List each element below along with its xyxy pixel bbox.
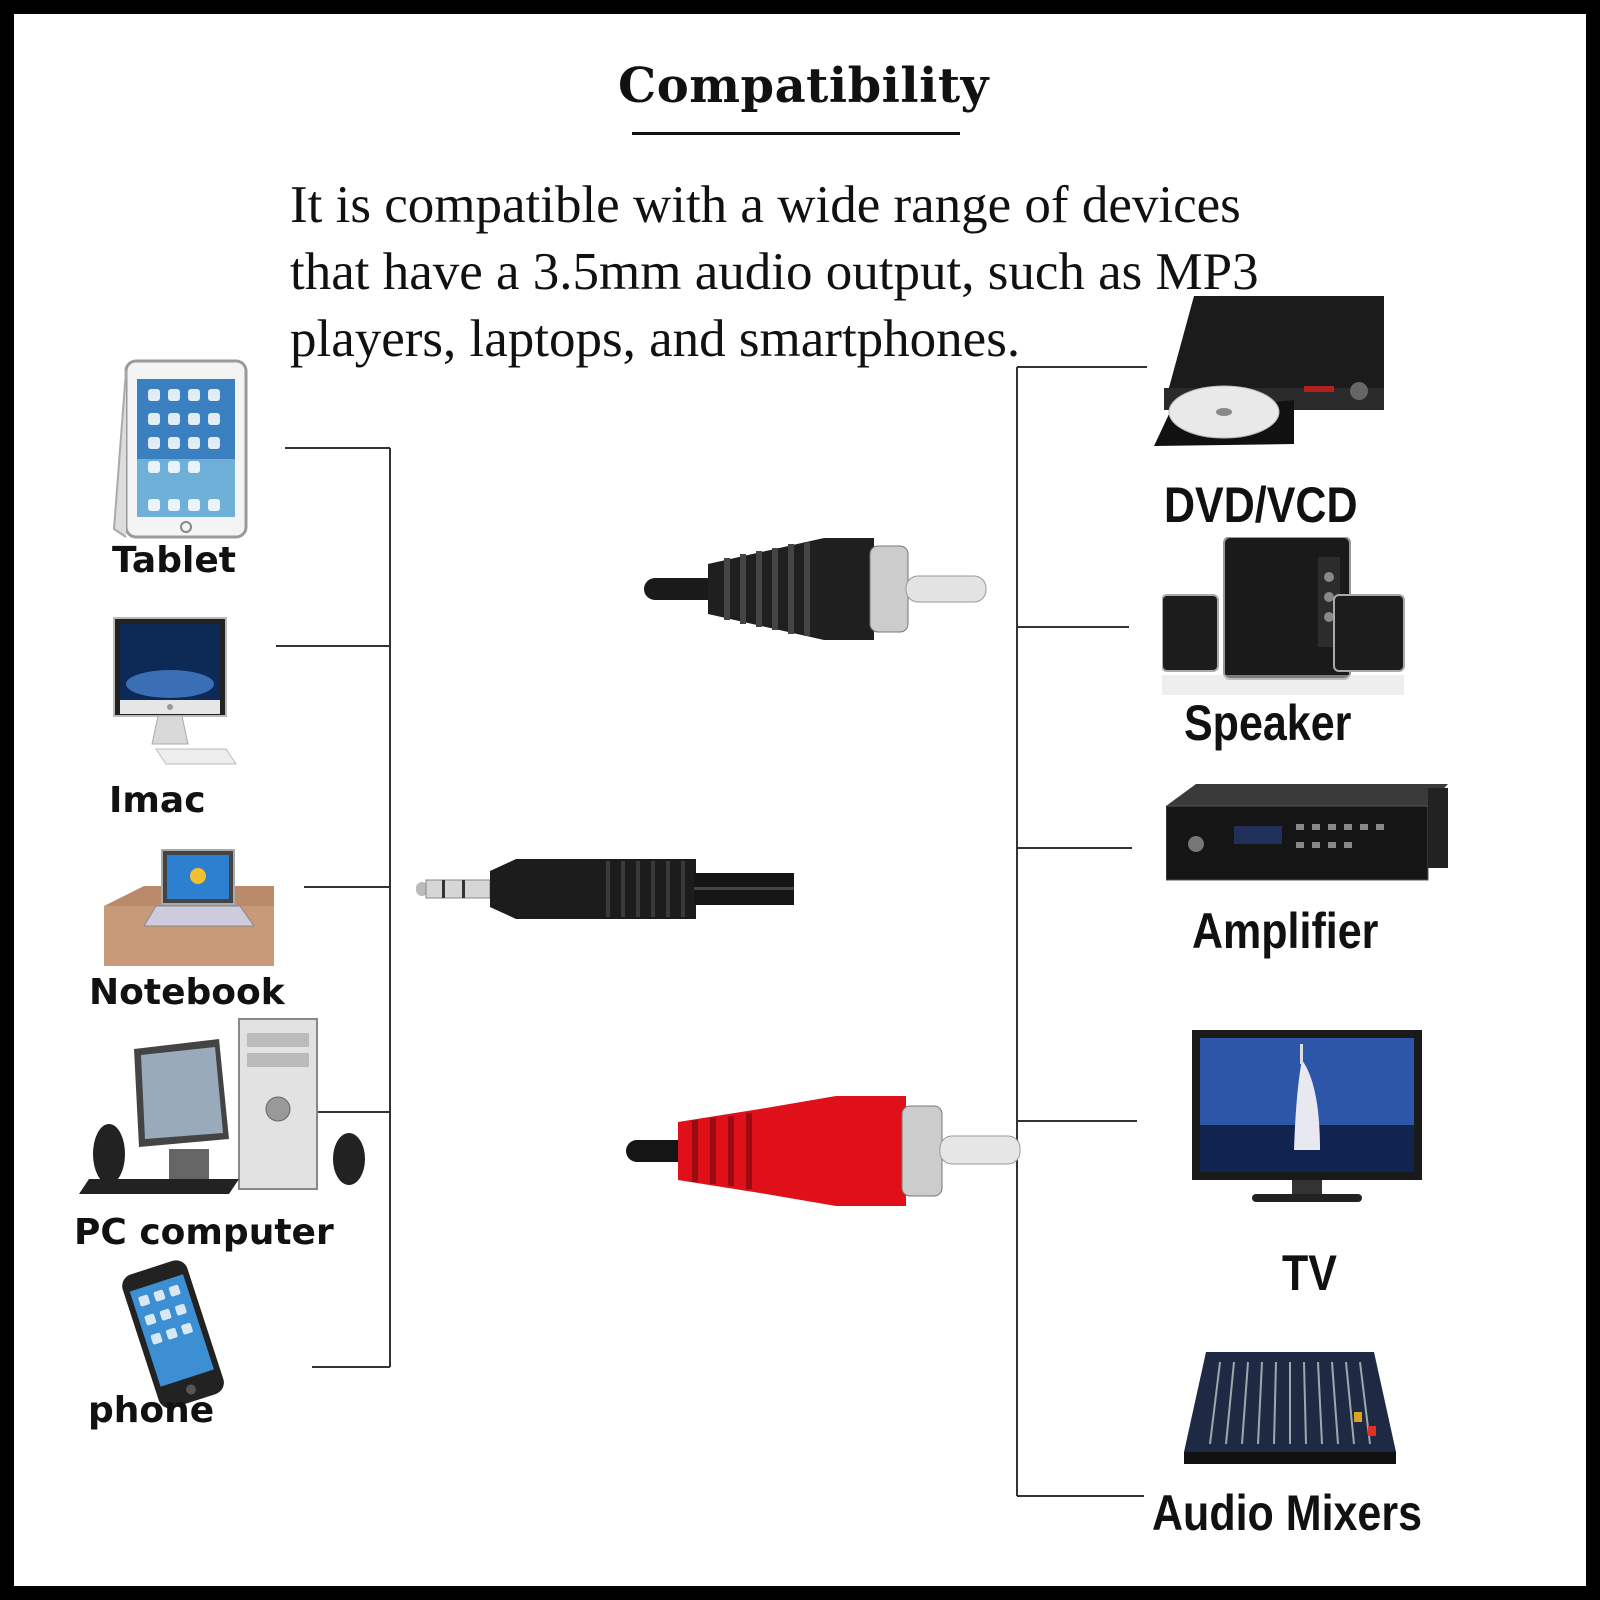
description-text: It is compatible with a wide range of de…: [290, 176, 1259, 368]
device-label-notebook: Notebook: [89, 972, 285, 1013]
notebook-icon: [104, 849, 274, 966]
device-label-tablet: Tablet: [112, 540, 236, 581]
compatibility-diagram: Compatibility It is compatible with a wi…: [14, 14, 1586, 1586]
page-title: Compatibility: [618, 58, 989, 114]
phone-icon: [122, 1260, 224, 1409]
aux-3.5mm-plug: [416, 859, 794, 919]
imac-icon: [113, 617, 237, 765]
device-label-tv: TV: [1282, 1245, 1337, 1301]
audio-mixer-icon: [1184, 1352, 1396, 1464]
device-label-speaker: Speaker: [1184, 695, 1352, 751]
dvd-player-icon: [1154, 296, 1384, 446]
device-label-dvd-vcd: DVD/VCD: [1164, 477, 1358, 533]
amplifier-icon: [1166, 784, 1448, 881]
device-label-phone: phone: [88, 1390, 215, 1431]
device-label-imac: Imac: [109, 780, 206, 821]
device-label-pc-computer: PC computer: [74, 1212, 334, 1253]
connector-lines: [276, 366, 1147, 1497]
tv-icon: [1192, 1030, 1422, 1202]
device-label-audio-mixers: Audio Mixers: [1152, 1485, 1422, 1541]
speaker-icon: [1162, 537, 1405, 695]
device-label-amplifier: Amplifier: [1192, 903, 1379, 959]
pc-computer-icon: [79, 1018, 365, 1194]
title-underline: [632, 132, 960, 135]
rca-plug-black: [644, 538, 987, 640]
tablet-icon: [112, 359, 248, 539]
rca-plug-red: [626, 1096, 1021, 1206]
